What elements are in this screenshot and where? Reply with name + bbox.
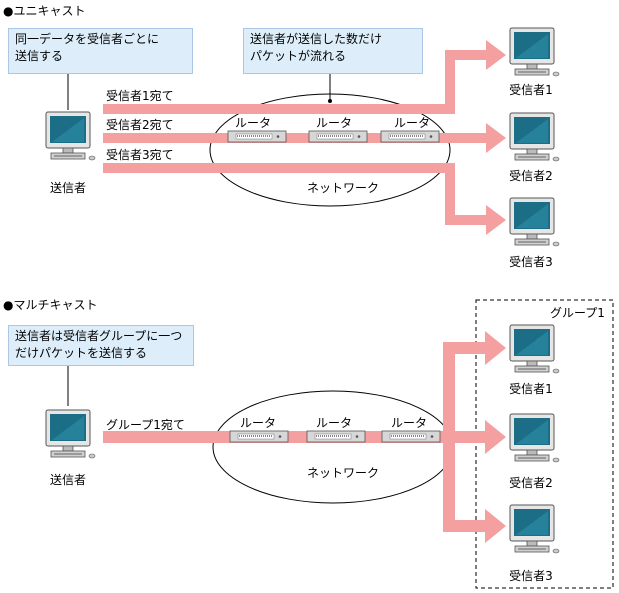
sender-label: 送信者 bbox=[49, 181, 87, 195]
sender-callout: 送信者は受信者グループに一つ だけパケットを送信する bbox=[8, 325, 194, 366]
computer-icon bbox=[509, 197, 560, 247]
callout-line: だけパケットを送信する bbox=[15, 346, 148, 360]
route-label-1: 受信者1宛て bbox=[106, 89, 174, 103]
receiver-label: 受信者1 bbox=[509, 382, 553, 396]
network-callout: 送信者が送信した数だけ パケットが流れる bbox=[243, 28, 423, 74]
route-label-2: 受信者2宛て bbox=[106, 118, 174, 132]
computer-icon bbox=[45, 111, 96, 161]
route-arrow-1 bbox=[103, 40, 506, 114]
computer-icon bbox=[509, 504, 560, 554]
network-label: ネットワーク bbox=[306, 466, 380, 480]
router-label: ルータ bbox=[316, 416, 353, 430]
router-label: ルータ bbox=[240, 416, 277, 430]
router-icon bbox=[306, 430, 366, 443]
group-label: グループ1 bbox=[550, 306, 605, 320]
route-arrow-3 bbox=[103, 163, 506, 235]
router-label: ルータ bbox=[394, 116, 431, 130]
route-arrow-2 bbox=[103, 123, 506, 153]
router-icon bbox=[381, 430, 441, 443]
sender-label: 送信者 bbox=[49, 473, 87, 487]
computer-icon bbox=[509, 413, 560, 463]
group-route-label: グループ1宛て bbox=[106, 418, 185, 432]
computer-icon bbox=[509, 112, 560, 162]
receiver-label: 受信者3 bbox=[509, 569, 553, 583]
computer-icon bbox=[509, 27, 560, 77]
router-icon bbox=[308, 130, 368, 143]
unicast-section bbox=[45, 27, 560, 247]
receiver-label: 受信者1 bbox=[509, 83, 553, 97]
router-label: ルータ bbox=[235, 116, 272, 130]
network-ellipse bbox=[212, 390, 454, 504]
receiver-label: 受信者2 bbox=[509, 169, 553, 183]
receiver-label: 受信者2 bbox=[509, 476, 553, 490]
callout-line: 送信者が送信した数だけ bbox=[250, 32, 383, 46]
callout-line: 送信者は受信者グループに一つ bbox=[15, 329, 183, 343]
group-box bbox=[475, 299, 614, 589]
router-icon bbox=[380, 130, 440, 143]
router-icon bbox=[229, 430, 289, 443]
router-icon bbox=[227, 130, 287, 143]
multicast-title: ●マルチキャスト bbox=[3, 298, 98, 312]
callout-line: 同一データを受信者ごとに bbox=[15, 32, 160, 46]
callout-line: 送信する bbox=[15, 49, 64, 63]
unicast-title: ●ユニキャスト bbox=[3, 4, 86, 18]
computer-icon bbox=[509, 324, 560, 374]
network-label: ネットワーク bbox=[306, 181, 380, 195]
route-label-3: 受信者3宛て bbox=[106, 148, 174, 162]
computer-icon bbox=[45, 409, 96, 459]
network-ellipse bbox=[209, 93, 451, 207]
sender-callout: 同一データを受信者ごとに 送信する bbox=[8, 28, 193, 74]
router-label: ルータ bbox=[316, 116, 353, 130]
callout-line: パケットが流れる bbox=[250, 49, 347, 63]
router-label: ルータ bbox=[391, 416, 428, 430]
multicast-section bbox=[45, 299, 614, 589]
receiver-label: 受信者3 bbox=[509, 255, 553, 269]
